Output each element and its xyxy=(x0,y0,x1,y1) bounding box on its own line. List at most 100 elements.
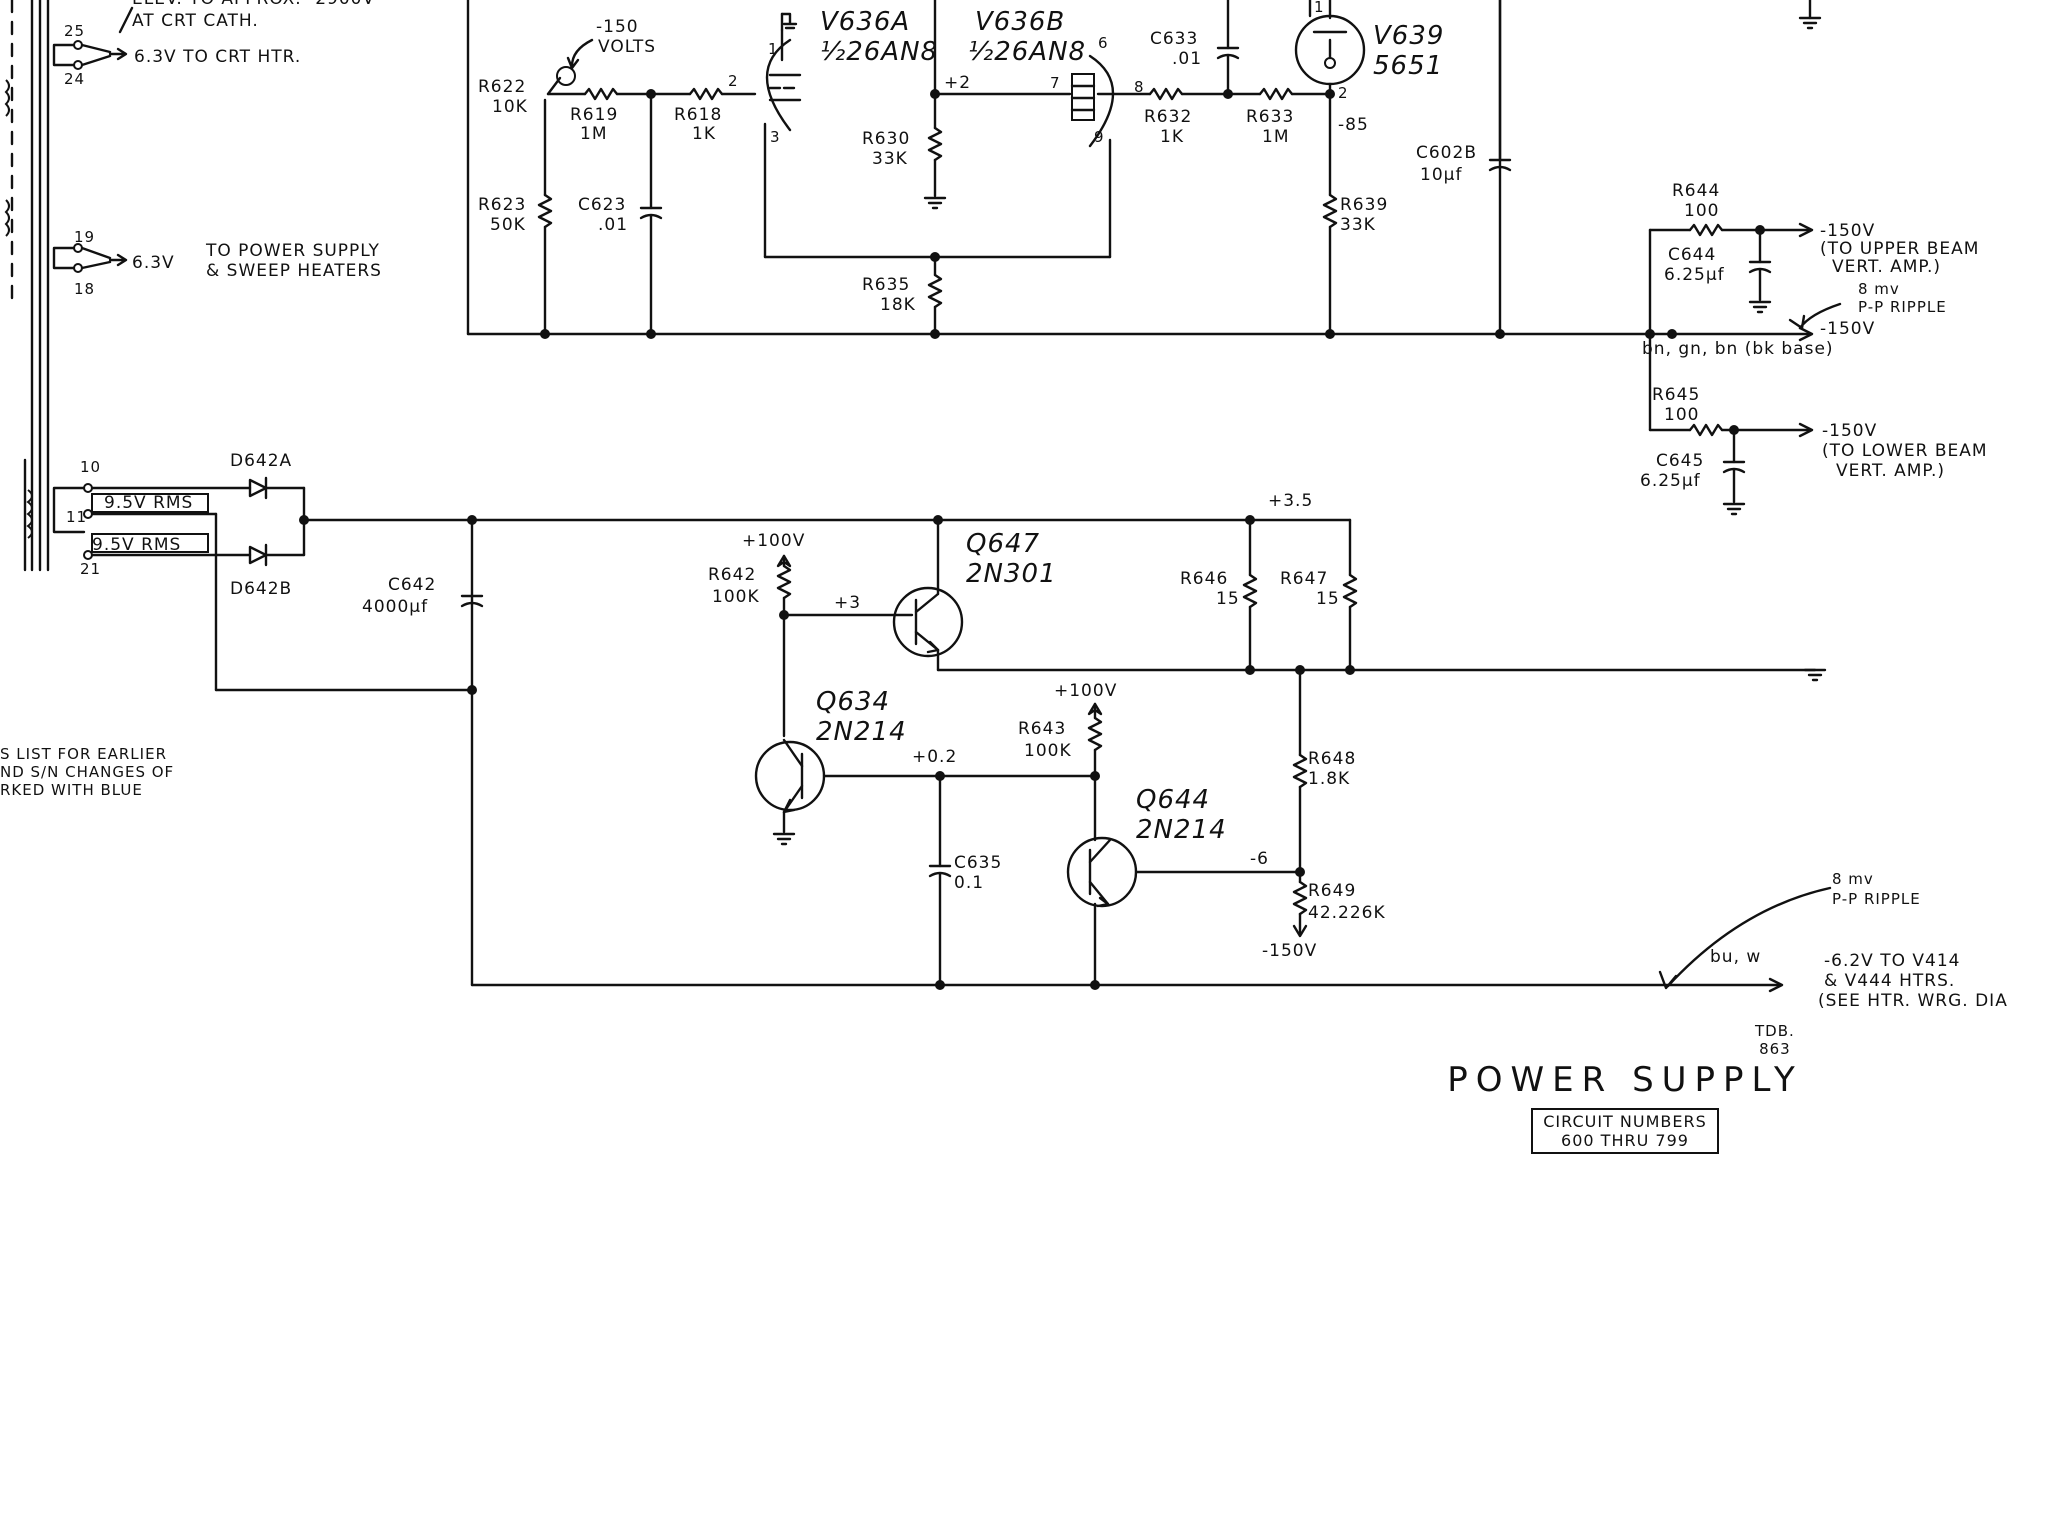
side-note-line: ND S/N CHANGES OF xyxy=(0,763,175,781)
v636b-pin-9: 9 xyxy=(1094,128,1105,146)
v636b-pin-8: 8 xyxy=(1134,78,1145,96)
c633-val: .01 xyxy=(1172,49,1202,69)
minus150-label: -150 xyxy=(596,17,639,37)
r644-val: 100 xyxy=(1684,201,1719,221)
r622-val: 10K xyxy=(492,97,528,117)
htr-out-line1: -6.2V TO V414 xyxy=(1824,951,1960,971)
r635-ref: R635 xyxy=(862,275,910,295)
c642-val: 4000µf xyxy=(362,597,428,617)
r635-val: 18K xyxy=(880,295,916,315)
ref-code-line: TDB. xyxy=(1755,1022,1795,1040)
plus100v-a: +100V xyxy=(742,531,805,551)
v636a-name: V636A xyxy=(820,7,910,37)
v639-pin-2: 2 xyxy=(1338,84,1349,102)
r643-val: 100K xyxy=(1024,741,1072,761)
q647-type: 2N301 xyxy=(966,559,1057,589)
r639-ref: R639 xyxy=(1340,195,1388,215)
wire-code-bn: bn, gn, bn (bk base) xyxy=(1642,339,1834,359)
q647-name: Q647 xyxy=(966,529,1040,559)
r619-val: 1M xyxy=(580,124,607,144)
r632-val: 1K xyxy=(1160,127,1184,147)
r630-val: 33K xyxy=(872,149,908,169)
r619-ref: R619 xyxy=(570,105,618,125)
rms-label-2: 9.5V RMS xyxy=(92,535,181,555)
ps-heater-line1: TO POWER SUPPLY xyxy=(205,241,380,261)
plus0_2-label: +0.2 xyxy=(912,747,957,767)
rectifier-wiring xyxy=(52,476,474,692)
crt-htr-text: 6.3V TO CRT HTR. xyxy=(134,47,301,67)
circuit-numbers-box: CIRCUIT NUMBERS 600 THRU 799 xyxy=(1531,1108,1719,1154)
page-title: POWER SUPPLY xyxy=(1447,1060,1803,1100)
r633-ref: R633 xyxy=(1246,107,1294,127)
r639-val: 33K xyxy=(1340,215,1376,235)
v636a-pin-2: 2 xyxy=(728,72,739,90)
side-note-line: RKED WITH BLUE xyxy=(0,781,143,799)
ps-heater-line2: & SWEEP HEATERS xyxy=(206,261,382,281)
pin-24: 24 xyxy=(64,70,85,88)
circuit-numbers-range: 600 THRU 799 xyxy=(1561,1131,1689,1150)
r642-ref: R642 xyxy=(708,565,756,585)
r647-ref: R647 xyxy=(1280,569,1328,589)
pin-11: 11 xyxy=(66,508,87,526)
rms-label-1: 9.5V RMS xyxy=(104,493,193,513)
c602b-ref: C602B xyxy=(1416,143,1477,163)
r648-val: 1.8K xyxy=(1308,769,1350,789)
ps-heater-volt: 6.3V xyxy=(132,253,175,273)
r644-ref: R644 xyxy=(1672,181,1720,201)
c635-ref: C635 xyxy=(954,853,1002,873)
minus6-label: -6 xyxy=(1250,849,1269,869)
crt-elev-text: ELEV. TO APPROX. -2900V xyxy=(132,0,375,9)
htr-out-line2: & V444 HTRS. xyxy=(1824,971,1955,991)
r647-val: 15 xyxy=(1316,589,1340,609)
c645-val: 6.25µf xyxy=(1640,471,1701,491)
crt-cath-text: AT CRT CATH. xyxy=(132,11,259,31)
c644-ref: C644 xyxy=(1668,245,1716,265)
upper-out-line2: VERT. AMP.) xyxy=(1832,257,1941,277)
r632-ref: R632 xyxy=(1144,107,1192,127)
lower-out-line1: (TO LOWER BEAM xyxy=(1822,441,1988,461)
c642-ref: C642 xyxy=(388,575,436,595)
plus2-label: +2 xyxy=(944,73,971,93)
r633-val: 1M xyxy=(1262,127,1289,147)
r623-val: 50K xyxy=(490,215,526,235)
r618-val: 1K xyxy=(692,124,716,144)
volts-label: VOLTS xyxy=(598,37,656,57)
v636b-pin-7: 7 xyxy=(1050,74,1061,92)
v636a-pin-1: 1 xyxy=(768,40,779,58)
pin-21: 21 xyxy=(80,560,101,578)
c623-ref: C623 xyxy=(578,195,626,215)
v639-name: V639 xyxy=(1373,21,1444,51)
c644-val: 6.25µf xyxy=(1664,265,1725,285)
r645-val: 100 xyxy=(1664,405,1699,425)
r645-ref: R645 xyxy=(1652,385,1700,405)
pin-25: 25 xyxy=(64,22,85,40)
output-filter-wiring xyxy=(1648,222,1842,516)
c645-ref: C645 xyxy=(1656,451,1704,471)
c623-val: .01 xyxy=(598,215,628,235)
title-block: POWER SUPPLY CIRCUIT NUMBERS 600 THRU 79… xyxy=(1400,1060,1850,1154)
v639-pin-1: 1 xyxy=(1314,0,1325,16)
minus85-label: -85 xyxy=(1338,115,1369,135)
r623-ref: R623 xyxy=(478,195,526,215)
plus100v-b: +100V xyxy=(1054,681,1117,701)
v636b-pin-6: 6 xyxy=(1098,34,1109,52)
q634-type: 2N214 xyxy=(816,717,907,747)
lower-out-volt: -150V xyxy=(1822,421,1877,441)
pin-18: 18 xyxy=(74,280,95,298)
ripple-upper-2: P-P RIPPLE xyxy=(1858,298,1947,316)
crt-heater-taps xyxy=(52,6,134,273)
side-note-line: S LIST FOR EARLIER xyxy=(0,745,167,763)
r648-ref: R648 xyxy=(1308,749,1356,769)
upper-out-volt: -150V xyxy=(1820,221,1875,241)
side-note: S LIST FOR EARLIER ND S/N CHANGES OF RKE… xyxy=(0,745,174,799)
q634-name: Q634 xyxy=(816,687,890,717)
c633-ref: C633 xyxy=(1150,29,1198,49)
r646-ref: R646 xyxy=(1180,569,1228,589)
v639-type: 5651 xyxy=(1373,51,1443,81)
r646-val: 15 xyxy=(1216,589,1240,609)
minus150v-label: -150V xyxy=(1262,941,1317,961)
mid-out-volt: -150V xyxy=(1820,319,1875,339)
d642b-ref: D642B xyxy=(230,579,292,599)
r618-ref: R618 xyxy=(674,105,722,125)
